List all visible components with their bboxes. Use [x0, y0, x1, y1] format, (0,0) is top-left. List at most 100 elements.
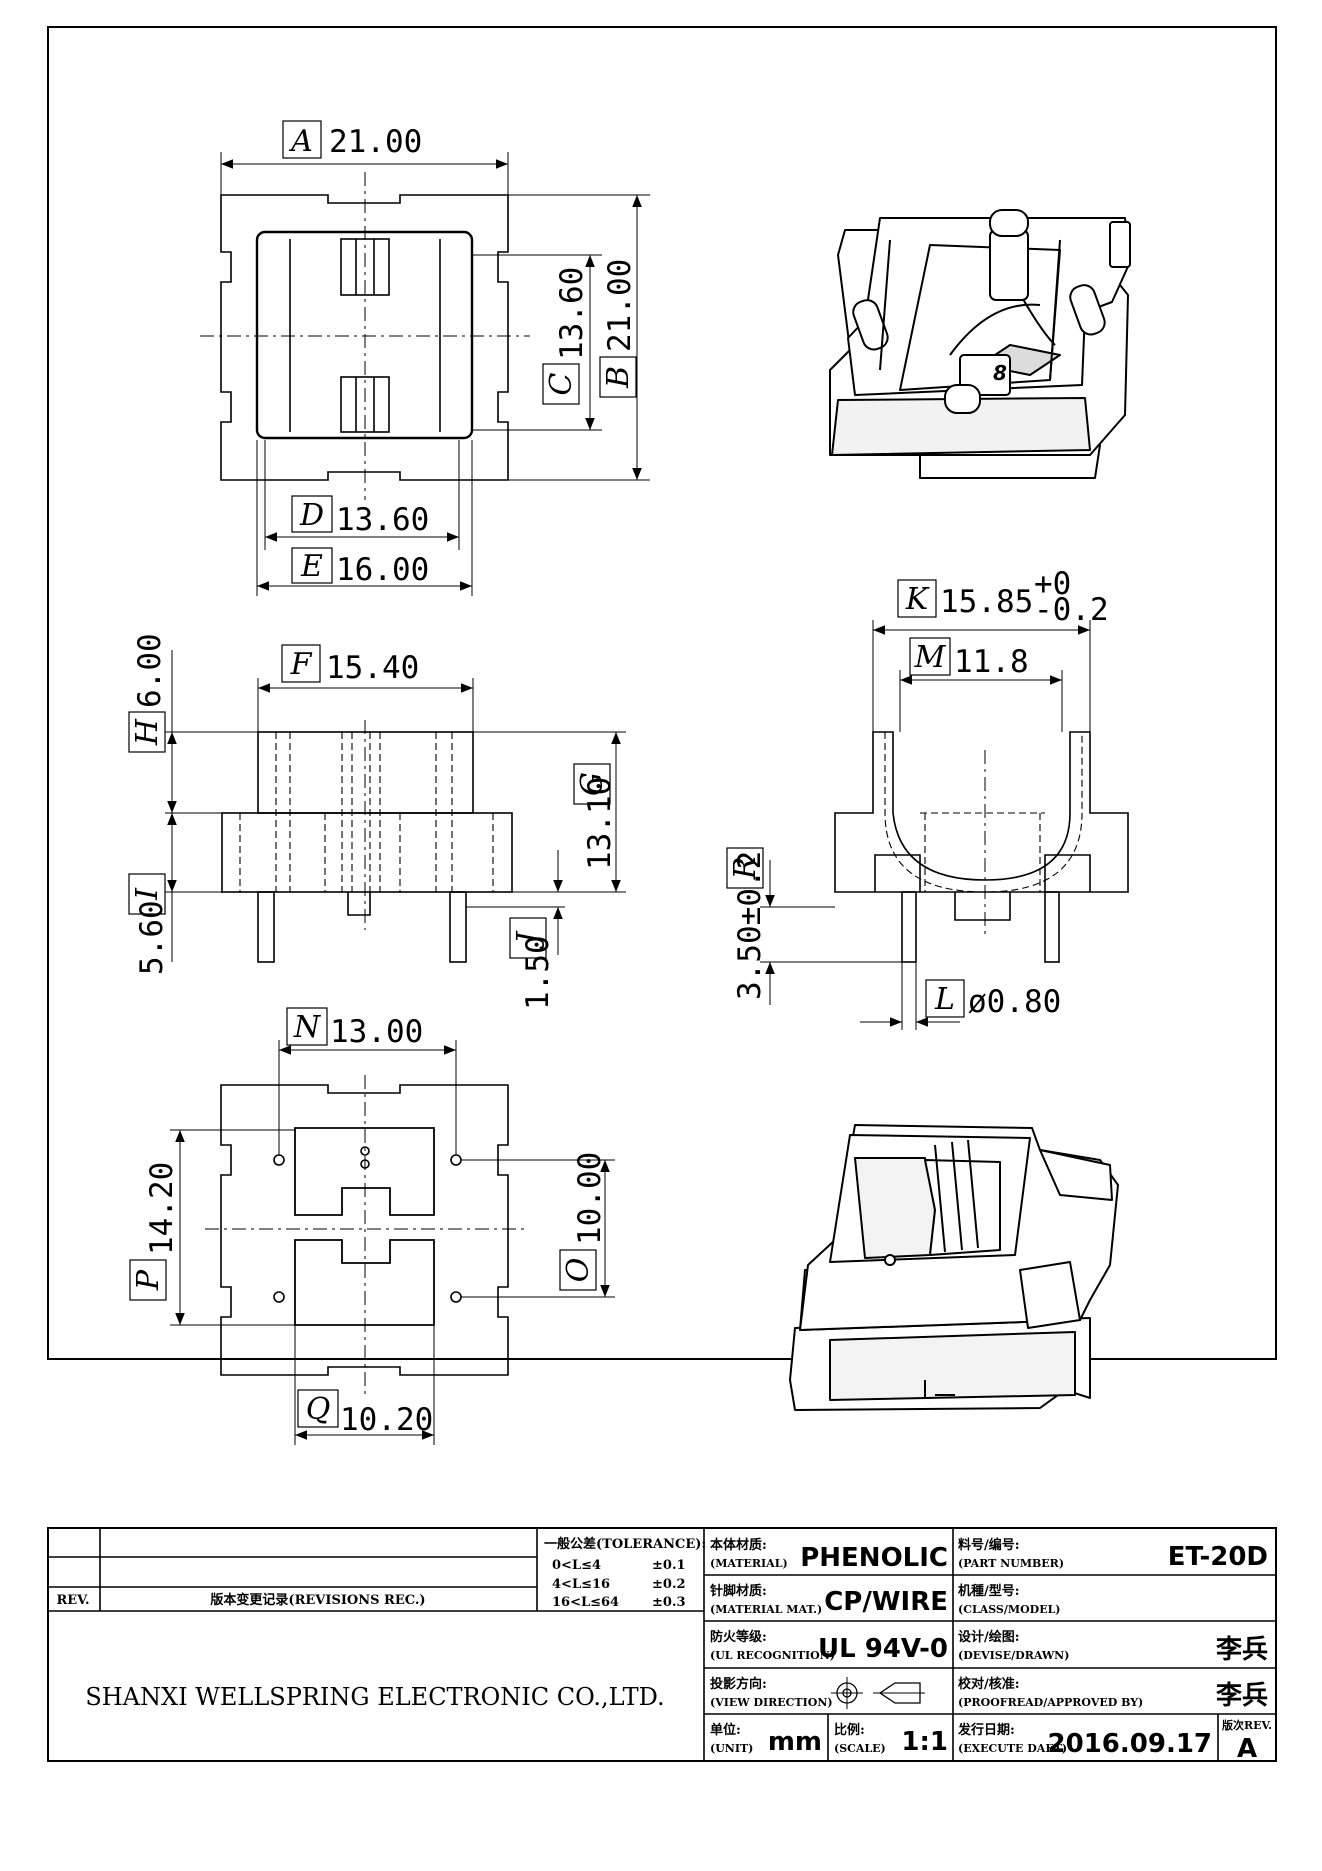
- svg-text:Q: Q: [306, 1392, 331, 1427]
- svg-text:1:1: 1:1: [901, 1727, 948, 1757]
- svg-text:SHANXI WELLSPRING ELECTRONIC C: SHANXI WELLSPRING ELECTRONIC CO.,LTD.: [85, 1683, 664, 1711]
- iso-view-top: 8: [829, 209, 1131, 479]
- dim-B: B 21.00: [599, 259, 638, 398]
- front-view-dims: [165, 650, 626, 962]
- dim-J: J 1.50: [509, 917, 556, 1010]
- dim-N: N 13.00: [286, 1007, 423, 1050]
- title-block-text: REV. 版本变更记录(REVISIONS REC.) 一般公差(TOLERAN…: [56, 1536, 1272, 1764]
- svg-text:(SCALE): (SCALE): [834, 1742, 886, 1755]
- svg-text:21.00: 21.00: [329, 124, 422, 160]
- svg-text:REV.: REV.: [56, 1593, 89, 1608]
- svg-text:ø0.80: ø0.80: [968, 984, 1061, 1020]
- svg-text:O: O: [561, 1258, 596, 1283]
- dim-O: O 10.00: [559, 1152, 608, 1291]
- svg-text:2016.09.17: 2016.09.17: [1048, 1729, 1212, 1759]
- dim-C: C 13.60: [542, 267, 590, 405]
- svg-text:3.50±0.2: 3.50±0.2: [732, 851, 768, 1000]
- svg-text:针脚材质:: 针脚材质:: [709, 1583, 767, 1599]
- svg-text:(CLASS/MODEL): (CLASS/MODEL): [958, 1603, 1061, 1616]
- dim-F: F 15.40: [281, 644, 419, 686]
- bottom-view-dims: [170, 1040, 615, 1445]
- dim-H: H 6.00: [128, 633, 168, 753]
- dim-A: A 21.00: [282, 120, 422, 160]
- svg-text:(VIEW DIRECTION): (VIEW DIRECTION): [710, 1696, 833, 1709]
- title-block: [47, 1527, 1277, 1762]
- svg-text:C: C: [544, 372, 579, 395]
- svg-text:(EXECUTE DAET): (EXECUTE DAET): [958, 1742, 1067, 1755]
- svg-text:投影方向:: 投影方向:: [710, 1676, 767, 1692]
- svg-text:机種/型号:: 机種/型号:: [958, 1583, 1020, 1599]
- dim-L: L ø0.80: [925, 979, 1061, 1020]
- top-view-dims: [220, 152, 650, 596]
- svg-text:15.40: 15.40: [326, 650, 419, 686]
- front-view: [221, 720, 513, 963]
- svg-text:UL 94V-0: UL 94V-0: [818, 1634, 948, 1664]
- svg-text:13.00: 13.00: [330, 1014, 423, 1050]
- svg-text:16.00: 16.00: [336, 552, 429, 588]
- svg-text:设计/绘图:: 设计/绘图:: [958, 1629, 1020, 1645]
- svg-text:-0.2: -0.2: [1034, 592, 1109, 628]
- dim-P: P 14.20: [129, 1162, 180, 1301]
- svg-text:13.10: 13.10: [582, 777, 618, 870]
- svg-text:(PART NUMBER): (PART NUMBER): [958, 1557, 1064, 1570]
- side-view-dims: [760, 620, 1091, 1030]
- svg-text:14.20: 14.20: [144, 1162, 180, 1255]
- top-view: [200, 172, 530, 500]
- svg-text:F: F: [290, 647, 313, 682]
- svg-text:(MATERIAL): (MATERIAL): [710, 1557, 788, 1570]
- dim-D: D 13.60: [291, 495, 429, 538]
- svg-text:B: B: [601, 366, 636, 389]
- svg-text:mm: mm: [768, 1727, 822, 1757]
- svg-text:±0.2: ±0.2: [652, 1577, 686, 1592]
- svg-text:8: 8: [993, 361, 1007, 385]
- svg-text:N: N: [293, 1010, 322, 1045]
- svg-text:1.50: 1.50: [520, 935, 556, 1010]
- svg-text:D: D: [299, 498, 324, 533]
- svg-text:K: K: [905, 582, 930, 617]
- svg-text:13.60: 13.60: [336, 502, 429, 538]
- svg-text:(DEVISE/DRAWN): (DEVISE/DRAWN): [958, 1649, 1069, 1662]
- svg-text:±0.3: ±0.3: [652, 1595, 686, 1610]
- svg-text:4<L≤16: 4<L≤16: [552, 1577, 610, 1592]
- svg-text:版本变更记录(REVISIONS REC.): 版本变更记录(REVISIONS REC.): [210, 1592, 425, 1608]
- dim-E: E 16.00: [291, 547, 429, 588]
- svg-text:(UL RECOGNITION): (UL RECOGNITION): [710, 1649, 835, 1662]
- dim-I: I 5.60: [128, 873, 170, 975]
- svg-text:一般公差(TOLERANCE):: 一般公差(TOLERANCE):: [544, 1536, 706, 1552]
- dim-G: G 13.10: [573, 763, 618, 870]
- svg-text:ET-20D: ET-20D: [1168, 1542, 1268, 1572]
- svg-text:A: A: [288, 124, 313, 159]
- svg-text:H: H: [130, 718, 165, 746]
- svg-text:G: G: [575, 772, 610, 796]
- svg-text:校对/核准:: 校对/核准:: [958, 1676, 1020, 1692]
- dim-Q: Q 10.20: [297, 1389, 433, 1438]
- svg-text:李兵: 李兵: [1215, 1635, 1268, 1665]
- svg-text:P: P: [131, 1269, 166, 1291]
- dim-R: R 3.50±0.2: [726, 847, 768, 1000]
- svg-text:21.00: 21.00: [602, 259, 638, 352]
- svg-text:5.60: 5.60: [134, 900, 170, 975]
- svg-text:11.8: 11.8: [954, 644, 1029, 680]
- bottom-view: [205, 1075, 525, 1395]
- svg-text:±0.1: ±0.1: [652, 1558, 686, 1573]
- iso-view-bottom: [789, 1124, 1119, 1411]
- svg-text:L: L: [934, 982, 955, 1017]
- svg-text:PHENOLIC: PHENOLIC: [800, 1543, 948, 1573]
- svg-text:15.85: 15.85: [940, 584, 1033, 620]
- svg-text:版次REV.: 版次REV.: [1222, 1718, 1272, 1732]
- svg-text:发行日期:: 发行日期:: [957, 1722, 1015, 1738]
- svg-text:本体材质:: 本体材质:: [710, 1537, 767, 1553]
- sheet-border: [47, 26, 1277, 1360]
- svg-text:A: A: [1237, 1734, 1257, 1764]
- svg-text:M: M: [914, 640, 947, 675]
- svg-text:CP/WIRE: CP/WIRE: [824, 1587, 948, 1617]
- dim-K: K 15.85 +0 -0.2: [897, 566, 1109, 628]
- svg-text:防火等级:: 防火等级:: [710, 1629, 767, 1645]
- svg-text:比例:: 比例:: [834, 1722, 865, 1738]
- svg-text:单位:: 单位:: [710, 1722, 741, 1738]
- svg-text:6.00: 6.00: [132, 633, 168, 708]
- dim-M: M 11.8: [909, 637, 1029, 680]
- svg-text:李兵: 李兵: [1215, 1681, 1268, 1711]
- svg-text:R: R: [728, 857, 763, 881]
